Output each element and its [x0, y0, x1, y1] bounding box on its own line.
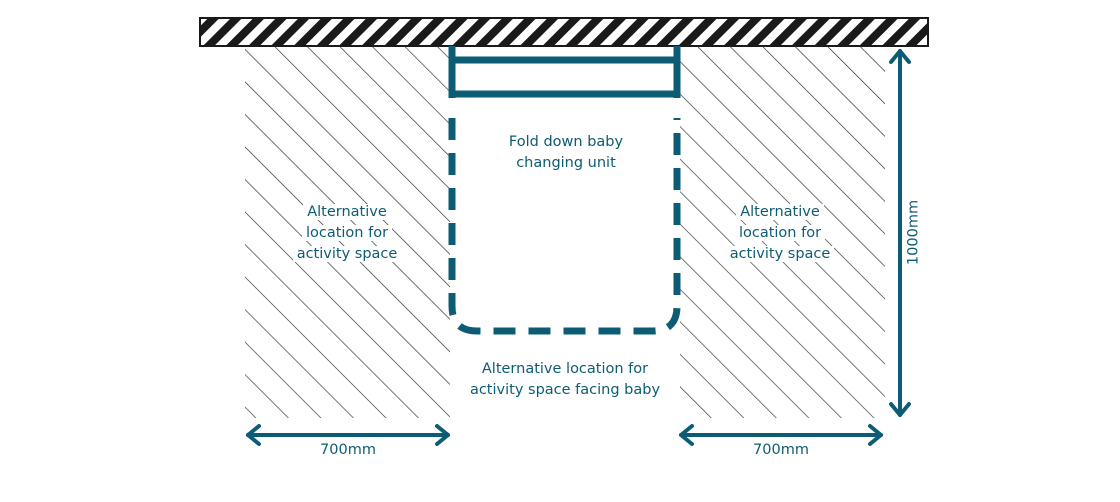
unit-label-line: changing unit — [516, 155, 616, 171]
right-activity-space-label-line: location for — [734, 225, 826, 241]
front-activity-space-label-line: activity space facing baby — [469, 382, 661, 398]
right-activity-space-label-line: Alternative — [736, 204, 824, 220]
left-activity-space-label-line: activity space — [292, 246, 402, 262]
depth-label: 1000mm — [905, 199, 922, 266]
changing-unit-fold-outline — [448, 118, 681, 335]
right-width-label: 700mm — [753, 442, 809, 458]
wall — [199, 17, 929, 47]
left-activity-space-label-line: location for — [301, 225, 393, 241]
unit-label: Fold down baby changing unit — [476, 132, 656, 174]
depth-dimension-arrow — [889, 49, 911, 417]
right-activity-space-label-line: activity space — [725, 246, 835, 262]
front-activity-space-label-line: Alternative location for — [481, 361, 649, 377]
left-width-dimension-arrow — [246, 424, 450, 446]
unit-label-line: Fold down baby — [508, 134, 624, 150]
left-activity-space-label: Alternative location for activity space — [287, 202, 407, 265]
right-width-dimension-arrow — [679, 424, 883, 446]
left-width-label: 700mm — [320, 442, 376, 458]
changing-unit-frame — [448, 46, 681, 98]
front-activity-space-label: Alternative location for activity space … — [454, 359, 676, 401]
right-activity-space-label: Alternative location for activity space — [720, 202, 840, 265]
left-activity-space-label-line: Alternative — [303, 204, 391, 220]
